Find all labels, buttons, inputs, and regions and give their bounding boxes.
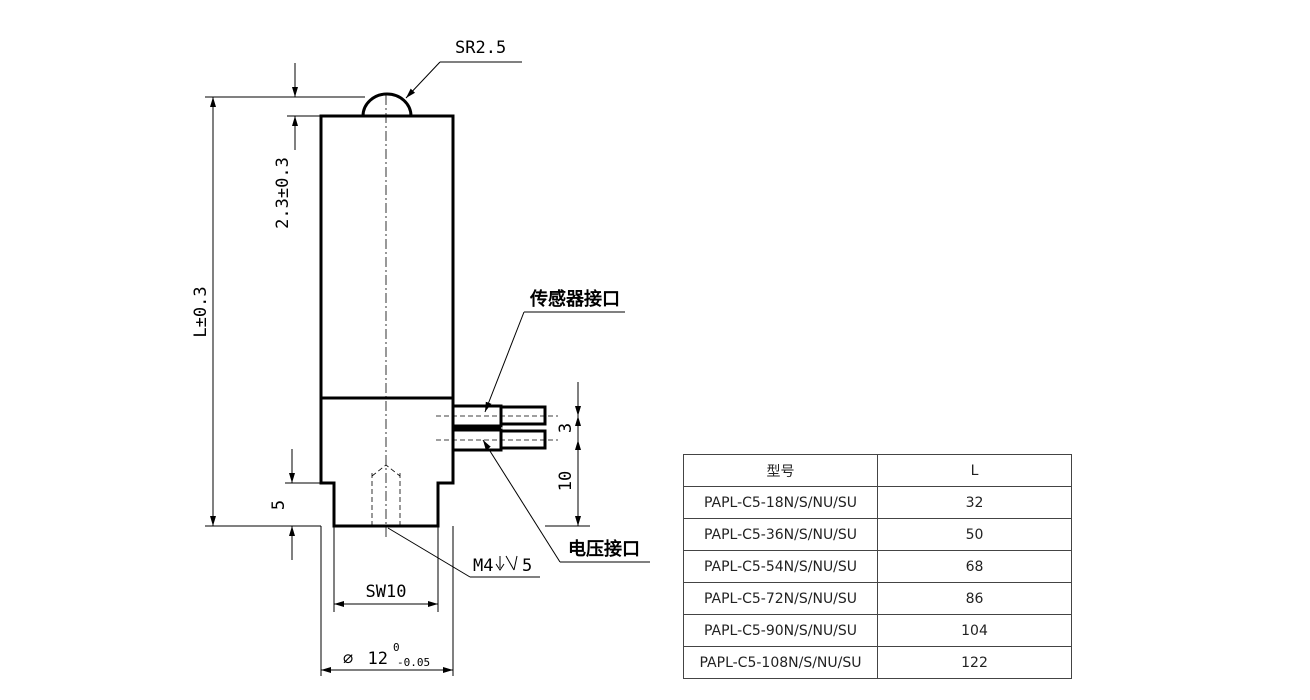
diameter-value: 12 bbox=[368, 649, 388, 669]
base-height-label: 5 bbox=[269, 500, 289, 510]
length-cell: 86 bbox=[877, 582, 1072, 615]
length-cell: 68 bbox=[877, 550, 1072, 583]
length-label: L±0.3 bbox=[191, 286, 211, 337]
diameter-tol-lower: -0.05 bbox=[397, 656, 430, 669]
thread-depth-label: 5 bbox=[522, 556, 532, 576]
length-cell: 104 bbox=[877, 614, 1072, 647]
length-cell: 32 bbox=[877, 486, 1072, 519]
length-dimension: L±0.3 bbox=[191, 96, 365, 527]
diameter-symbol: ∅ bbox=[343, 649, 353, 669]
model-cell: PAPL-C5-90N/S/NU/SU bbox=[683, 614, 878, 647]
voltage-port-label: 电压接口 bbox=[568, 538, 640, 560]
base-height-dimension: 5 bbox=[269, 449, 321, 560]
svg-text:∅ 12: ∅ 12 bbox=[343, 649, 388, 669]
sr-label: SR2.5 bbox=[455, 38, 506, 58]
table-row: PAPL-C5-90N/S/NU/SU 104 bbox=[683, 614, 1072, 647]
model-cell: PAPL-C5-72N/S/NU/SU bbox=[683, 582, 878, 615]
voltage-port-leader: 电压接口 bbox=[482, 439, 650, 563]
sw-dimension: SW10 bbox=[333, 526, 439, 612]
tip-height-dimension: 2.3±0.3 bbox=[273, 63, 321, 229]
header-model: 型号 bbox=[683, 454, 878, 487]
sensor-port-leader: 传感器接口 bbox=[484, 288, 625, 413]
sr-leader: SR2.5 bbox=[405, 38, 522, 99]
sensor-port-label: 传感器接口 bbox=[529, 288, 620, 310]
model-cell: PAPL-C5-108N/S/NU/SU bbox=[683, 646, 878, 679]
pin-dimensions: 3 10 bbox=[545, 382, 590, 527]
length-cell: 50 bbox=[877, 518, 1072, 551]
table-header-row: 型号 L bbox=[683, 454, 1072, 487]
diameter-dimension: ∅ 12 0 -0.05 bbox=[320, 526, 454, 676]
pin-height-label: 10 bbox=[556, 471, 576, 491]
length-cell: 122 bbox=[877, 646, 1072, 679]
model-cell: PAPL-C5-18N/S/NU/SU bbox=[683, 486, 878, 519]
model-length-table: 型号 L PAPL-C5-18N/S/NU/SU 32 PAPL-C5-36N/… bbox=[683, 454, 1072, 679]
table-row: PAPL-C5-18N/S/NU/SU 32 bbox=[683, 486, 1072, 519]
sensor-body bbox=[319, 92, 455, 540]
table-row: PAPL-C5-36N/S/NU/SU 50 bbox=[683, 518, 1072, 551]
diameter-tol-upper: 0 bbox=[393, 641, 400, 654]
table-row: PAPL-C5-108N/S/NU/SU 122 bbox=[683, 646, 1072, 679]
sw-label: SW10 bbox=[366, 582, 407, 602]
tip-height-label: 2.3±0.3 bbox=[273, 157, 293, 229]
thread-label: M4 bbox=[473, 556, 493, 576]
thread-leader: M4 5 bbox=[387, 527, 540, 578]
table-row: PAPL-C5-72N/S/NU/SU 86 bbox=[683, 582, 1072, 615]
model-cell: PAPL-C5-36N/S/NU/SU bbox=[683, 518, 878, 551]
depth-symbol-icon bbox=[495, 556, 505, 571]
spherical-tip bbox=[361, 92, 413, 117]
table-row: PAPL-C5-54N/S/NU/SU 68 bbox=[683, 550, 1072, 583]
model-cell: PAPL-C5-54N/S/NU/SU bbox=[683, 550, 878, 583]
header-length: L bbox=[877, 454, 1072, 487]
connector-pins bbox=[436, 404, 558, 452]
pin-pitch-label: 3 bbox=[556, 423, 576, 433]
